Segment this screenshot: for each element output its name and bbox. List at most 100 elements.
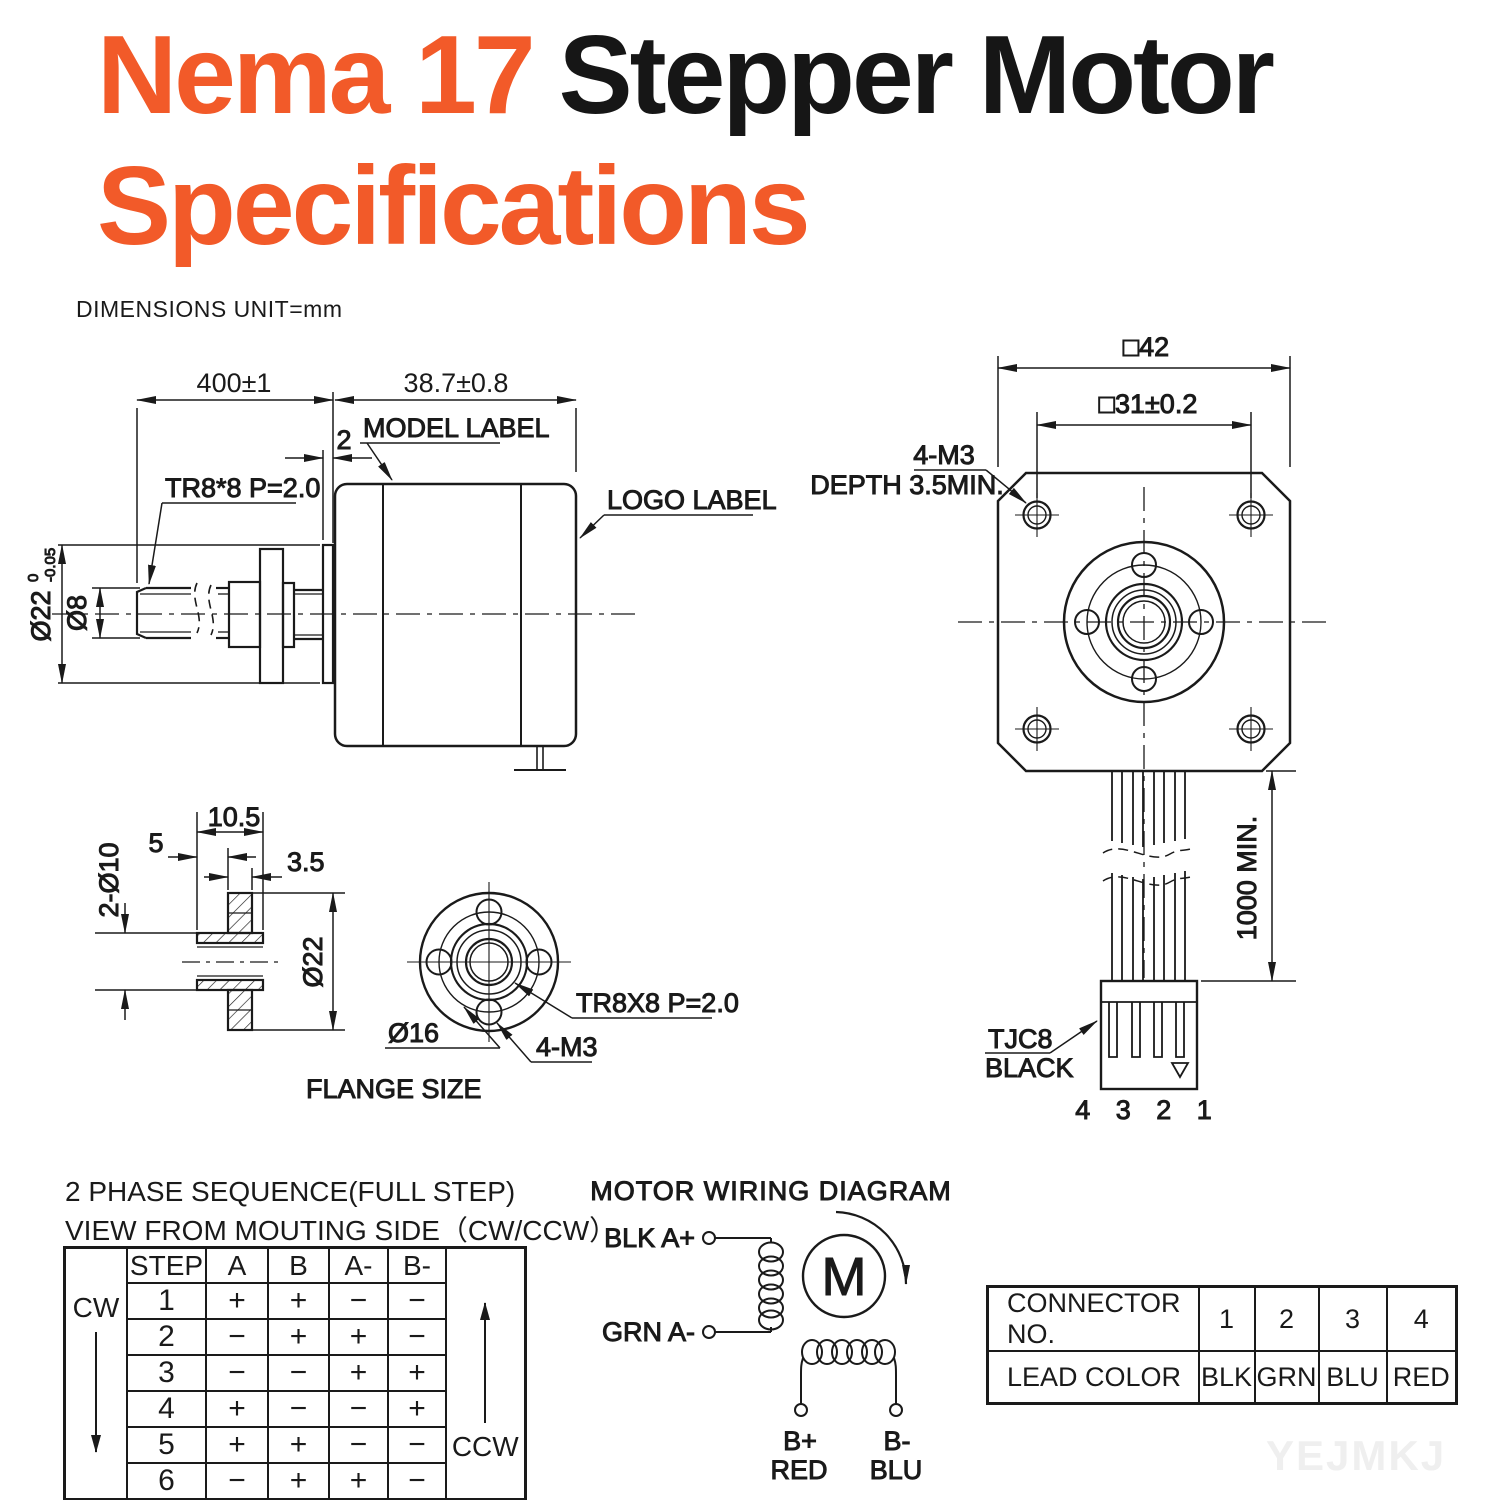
motor-symbol-letter: M <box>822 1247 867 1307</box>
polarity-cell: − <box>387 1318 447 1356</box>
connector-number-row: CONNECTOR NO. 1 2 3 4 <box>986 1285 1458 1352</box>
col-header-b: B <box>267 1246 330 1284</box>
phase-b-coil <box>794 1339 903 1417</box>
step-cell: 1 <box>126 1282 207 1320</box>
dim-flange-d22-label-group: Ø22 <box>298 936 329 988</box>
cw-arrow-icon <box>91 1331 101 1453</box>
wiring-diagram: MOTOR WIRING DIAGRAM BLK A+ GRN A- <box>590 1176 952 1486</box>
dim-1000-label-group: 1000 MIN. <box>1232 815 1263 941</box>
flange-screw-label: 4-M3 <box>536 1032 598 1062</box>
phase-sequence-table: CW STEP A B A- B- CCW <box>63 1246 527 1500</box>
flange-disc-section <box>226 891 254 1032</box>
wiring-b-minus-color: BLU <box>870 1455 923 1485</box>
connector-no-header: CONNECTOR NO. <box>986 1285 1200 1352</box>
dim-35-label: 3.5 <box>287 847 325 877</box>
dim-2-label: 2 <box>336 425 351 455</box>
polarity-cell: − <box>205 1354 269 1392</box>
title-product: Nema 17 <box>97 13 536 137</box>
logo-label: LOGO LABEL <box>607 485 777 515</box>
dim-front-plate <box>285 450 372 540</box>
polarity-cell: + <box>267 1426 330 1464</box>
dim-shaft-length <box>136 392 577 583</box>
connector-callout <box>985 1020 1098 1054</box>
title-line2: Specifications <box>97 144 811 268</box>
flange-thread-callout <box>514 982 712 1019</box>
side-view-drawing: 400±1 38.7±0.8 2 TR8*8 P=2.0 MODEL LABEL <box>25 368 777 771</box>
polarity-cell: + <box>328 1354 389 1392</box>
dim-screw-diameter <box>92 587 140 639</box>
step-cell: 4 <box>126 1390 207 1428</box>
dim-flange-length <box>196 812 264 930</box>
bolt-circle-callout <box>385 1006 501 1049</box>
motor-body-front <box>996 471 1292 773</box>
phase-row-4: 4 + − − + <box>65 1390 526 1428</box>
lead-color-row: LEAD COLOR BLK GRN BLU RED <box>986 1350 1458 1405</box>
flange-caption: FLANGE SIZE <box>306 1074 482 1104</box>
thread-label: TR8*8 P=2.0 <box>165 473 320 503</box>
dim-1000-label: 1000 MIN. <box>1232 816 1262 941</box>
front-face-circles <box>1062 540 1226 704</box>
lead-color-cell: RED <box>1385 1350 1458 1405</box>
thread-callout <box>148 502 296 585</box>
polarity-cell: − <box>205 1462 269 1500</box>
model-label-callout <box>360 442 500 481</box>
dim-5-label: 5 <box>148 828 163 858</box>
polarity-cell: + <box>205 1282 269 1320</box>
flange-thread-label: TR8X8 P=2.0 <box>576 988 739 1018</box>
step-cell: 2 <box>126 1318 207 1356</box>
polarity-cell: − <box>387 1462 447 1500</box>
dimensions-unit-note: DIMENSIONS UNIT=mm <box>76 296 343 322</box>
dim-flange-offset <box>168 848 256 890</box>
pin-numbers: 4 3 2 1 <box>1075 1095 1221 1125</box>
polarity-cell: + <box>328 1318 389 1356</box>
phase-row-3: 3 − − + + <box>65 1354 526 1392</box>
dim-42-label: □42 <box>1123 332 1169 362</box>
front-view-drawing: □42 □31±0.2 4-M3 DEPTH 3.5MIN. <box>810 332 1330 1126</box>
dim-hole-spacing <box>1036 412 1252 498</box>
col-header-b-neg: B- <box>387 1246 447 1284</box>
polarity-cell: + <box>205 1426 269 1464</box>
step-cell: 3 <box>126 1354 207 1392</box>
cw-label: CW <box>72 1291 120 1323</box>
polarity-cell: − <box>387 1282 447 1320</box>
dim-d22-tol-lower: -0.05 <box>42 548 59 582</box>
watermark: YEJMKJ <box>1266 1432 1447 1479</box>
phase-row-6: 6 − + + − <box>65 1462 526 1500</box>
lead-screw <box>135 582 229 640</box>
polarity-cell: − <box>328 1426 389 1464</box>
flange-face-drawing: Ø16 4-M3 TR8X8 P=2.0 FLANGE SIZE <box>306 882 739 1105</box>
polarity-cell: + <box>267 1282 330 1320</box>
connector-label-2: BLACK <box>985 1053 1074 1083</box>
tapped-hole-label-2: DEPTH 3.5MIN. <box>810 470 1004 500</box>
dim-2d10-label-group: 2-Ø10 <box>94 842 125 918</box>
wiring-a-minus-label: GRN A- <box>602 1317 695 1347</box>
dim-flange-hub <box>95 903 197 1020</box>
model-label: MODEL LABEL <box>363 413 550 443</box>
wiring-b-plus-label: B+ <box>783 1426 817 1456</box>
polarity-cell: − <box>328 1390 389 1428</box>
dim-d22-tol-upper: 0 <box>25 574 42 582</box>
connector <box>1099 979 1199 1091</box>
polarity-cell: − <box>205 1318 269 1356</box>
polarity-cell: + <box>387 1354 447 1392</box>
cw-direction-cell: CW <box>63 1246 128 1500</box>
flange-screw-callout <box>496 1022 592 1063</box>
lead-wires <box>1102 771 1195 981</box>
phase-row-1: 1 + + − − <box>65 1282 526 1320</box>
ccw-arrow-icon <box>480 1301 491 1423</box>
polarity-cell: − <box>267 1354 330 1392</box>
dim-400-label: 400±1 <box>197 368 272 398</box>
polarity-cell: − <box>328 1282 389 1320</box>
phase-sequence-subtitle: VIEW FROM MOUTING SIDE（CW/CCW） <box>65 1215 618 1246</box>
dim-d8-label: Ø8 <box>62 595 92 631</box>
mounting-holes <box>1015 493 1273 751</box>
lead-color-cell: BLU <box>1317 1350 1388 1405</box>
polarity-cell: + <box>267 1462 330 1500</box>
shaft-hub-and-flange <box>227 543 335 685</box>
motor-symbol <box>801 1210 910 1319</box>
dim-flange-d22-label: Ø22 <box>298 936 328 987</box>
dim-31-label: □31±0.2 <box>1099 389 1198 419</box>
